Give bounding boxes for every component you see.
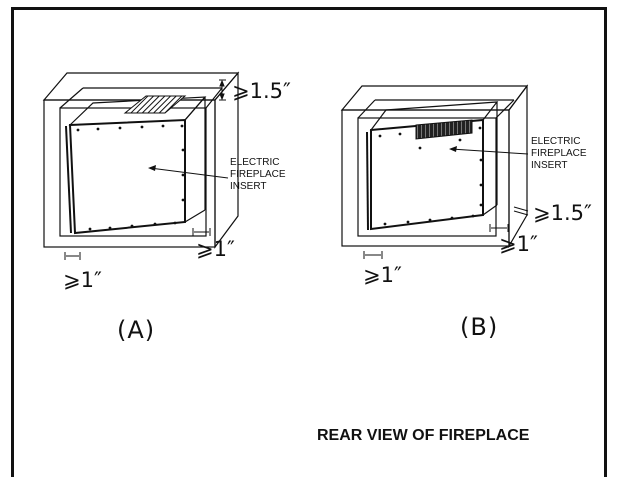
figure-a-leader-line — [149, 167, 229, 179]
diagram-stage: ⩾1.5″ ⩾1″ ⩾1″ ELECTRIC FIREPLACE INSERT — [11, 7, 607, 477]
figure-b-right-top-clearance-marker — [513, 206, 529, 216]
figure-a-label-line-1: ELECTRIC — [230, 157, 279, 168]
figure-a-left-clearance: ⩾1″ — [63, 268, 102, 292]
figure-b-label-line-2: FIREPLACE — [531, 148, 587, 159]
figure-b-caption: (B) — [460, 313, 499, 341]
figure-b-opening — [357, 117, 497, 237]
figure-b-drawing — [340, 84, 529, 259]
figure-a-drawing — [42, 71, 240, 260]
outer-frame — [11, 7, 607, 477]
figure-b-label-line-3: INSERT — [531, 160, 568, 171]
figure-a-screws — [76, 124, 185, 231]
diagram-footer-title: REAR VIEW OF FIREPLACE — [317, 427, 530, 444]
figure-b-label-line-1: ELECTRIC — [531, 136, 580, 147]
figure-a-label-line-3: INSERT — [230, 181, 267, 192]
figure-a-caption: (A) — [117, 316, 156, 344]
figure-a-left-clearance-marker — [64, 252, 81, 260]
figure-b-right-clearance: ⩾1″ — [499, 232, 538, 256]
figure-b-top-clearance: ⩾1.5″ — [533, 201, 592, 225]
figure-b-left-clearance-marker — [363, 251, 383, 259]
diagram-drawing: ⩾1.5″ ⩾1″ ⩾1″ ELECTRIC FIREPLACE INSERT — [42, 71, 592, 292]
figure-a-cabinet-side — [214, 71, 239, 249]
figure-a-insert — [68, 118, 186, 235]
figure-a-top-clearance-marker — [219, 79, 226, 101]
figure-b-left-clearance: ⩾1″ — [363, 263, 402, 287]
figure-a-top-clearance: ⩾1.5″ — [232, 79, 291, 103]
figure-b-cabinet-side — [508, 84, 528, 249]
figure-b-right-clearance-marker — [489, 224, 509, 232]
figure-b-screws — [378, 126, 483, 226]
figure-a-label-line-2: FIREPLACE — [230, 169, 286, 180]
figure-b-leader-line — [450, 148, 529, 155]
figure-a-top-vent — [123, 95, 187, 114]
figure-a-right-clearance-marker — [192, 228, 211, 236]
figure-b-front-vent — [415, 119, 473, 140]
figure-a-right-clearance: ⩾1″ — [196, 237, 235, 261]
